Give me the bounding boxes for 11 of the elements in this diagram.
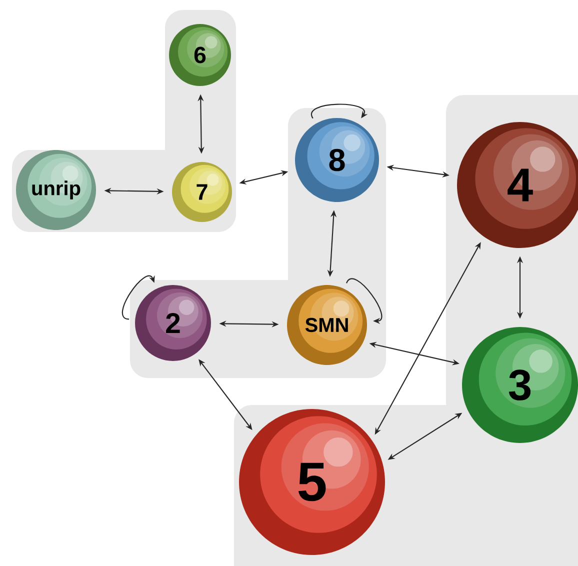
arrow — [310, 104, 368, 118]
sphere: 8 — [295, 118, 379, 202]
sphere: 7 — [172, 162, 232, 222]
sphere: 2 — [135, 285, 211, 361]
sphere: 6 — [169, 24, 231, 86]
arrow — [346, 278, 382, 324]
sphere: 5 — [239, 409, 385, 555]
sphere: SMN — [287, 285, 367, 365]
sphere: 3 — [462, 327, 578, 443]
arrow — [122, 275, 155, 320]
sphere: unrip — [16, 150, 96, 230]
